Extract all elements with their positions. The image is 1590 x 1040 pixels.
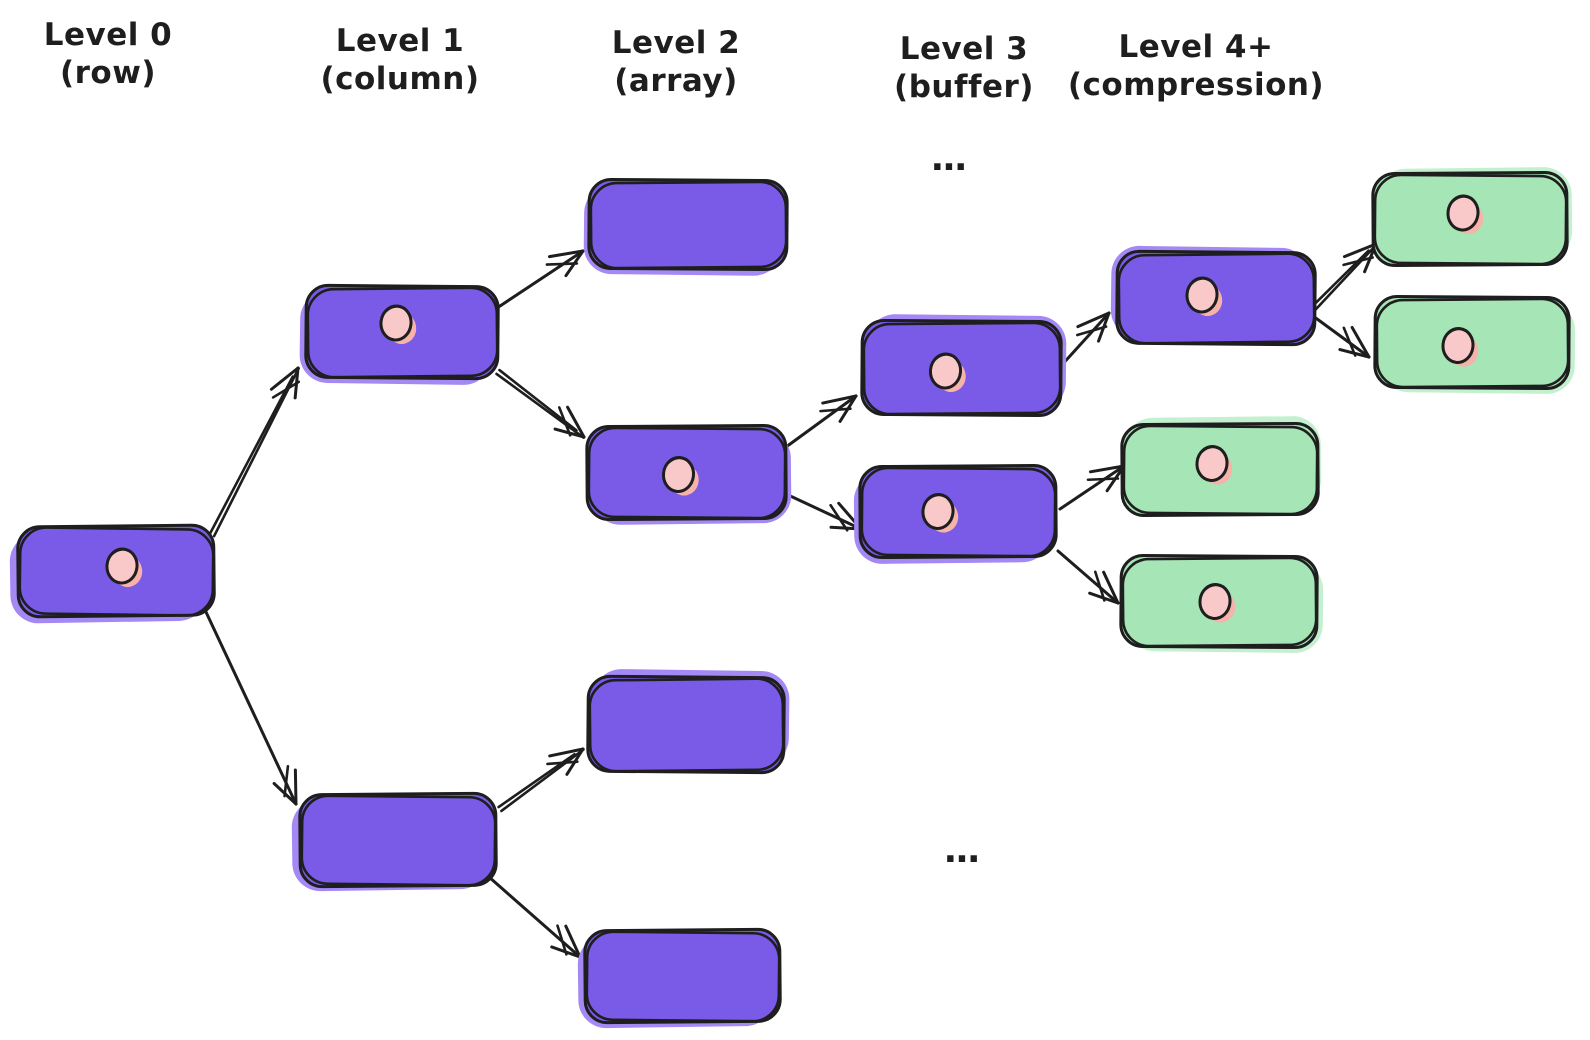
level-3-title: Level 3 [899,31,1029,67]
level-3-subtitle: (buffer) [894,69,1034,105]
arrow-root-to-l1-bottom [204,610,298,806]
level-2-subtitle: (array) [614,63,738,99]
arrow-l1-top-to-l2-middle [495,368,586,439]
level-4-subtitle: (compression) [1067,67,1325,103]
arrow-l1-bottom-to-l2-bottom-lower [487,875,582,959]
node-root [9,523,216,624]
arrow-l2-middle-to-l3-lower [784,492,863,532]
node-l1-bottom [291,791,498,892]
column-label-level-0: Level 0 (row) [44,16,173,92]
arrow-l3-upper-to-l4-node [1058,311,1111,369]
arrow-root-to-l1-top [208,366,301,538]
node-green-middle [1120,416,1322,518]
arrow-l4-node-to-green-top-right [1307,242,1378,314]
node-green-bottom [1119,553,1324,653]
level-1-title: Level 1 [335,23,465,59]
arrow-l4-node-to-green-mid-right [1311,314,1371,359]
arrow-l3-lower-to-green-middle [1058,464,1126,511]
node-l3-lower [853,463,1058,564]
level-0-subtitle: (row) [59,55,157,91]
node-l2-bottom-upper [586,669,790,775]
node-l4-node [1110,245,1317,347]
column-label-level-2: Level 2 (array) [612,24,741,100]
level-2-title: Level 2 [611,25,741,61]
node-l2-bottom-lower [577,927,782,1029]
ellipsis-top: ... [930,138,967,179]
column-label-level-4: Level 4+ (compression) [1068,28,1324,104]
level-1-subtitle: (column) [320,61,480,97]
arrow-l1-top-to-l2-top [495,249,585,310]
level-0-title: Level 0 [43,17,173,53]
column-label-level-3: Level 3 (buffer) [894,30,1034,106]
column-label-level-1: Level 1 (column) [320,22,479,98]
arrow-l3-lower-to-green-bottom [1056,549,1120,605]
node-green-top-right [1371,167,1573,268]
node-green-mid-right [1373,294,1576,394]
arrow-l2-middle-to-l3-upper [784,394,858,449]
arrow-l1-bottom-to-l2-bottom-upper [497,747,585,813]
node-l2-middle [585,423,792,525]
level-4-title: Level 4+ [1118,29,1274,65]
node-l2-top [583,177,789,276]
node-l1-top [299,283,500,385]
ellipsis-bottom: ... [943,830,980,871]
node-l3-upper [860,314,1067,418]
